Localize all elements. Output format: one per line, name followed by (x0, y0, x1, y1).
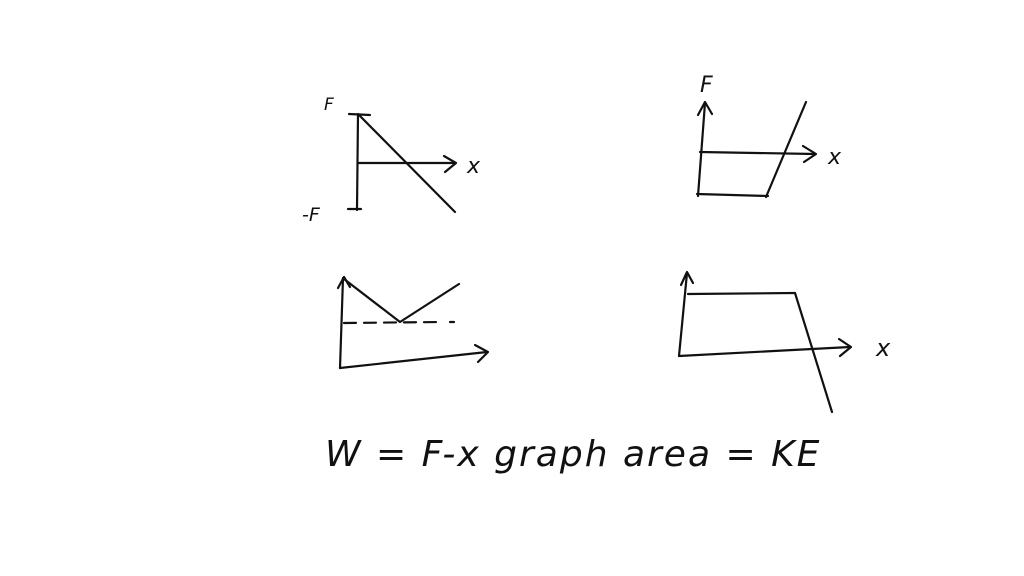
graph2-curve (764, 100, 808, 199)
graph3-dashed-line (342, 320, 442, 325)
graph3-x-axis (338, 350, 489, 370)
graph4-top-line (686, 291, 797, 296)
graph1-x-arrowhead (442, 154, 458, 174)
graph3-y-arrowhead (336, 275, 352, 290)
graph2-label-top: F (700, 73, 713, 98)
graph4-x-axis (677, 345, 852, 358)
graph3-vertical-axis (338, 276, 345, 370)
graph1-force-line (358, 114, 457, 214)
graph1-vertical-axis (355, 112, 360, 212)
graph-linear-force: F -F x (302, 95, 481, 226)
graph-v-shape (336, 275, 490, 370)
graph1-label-axis: x (466, 154, 481, 179)
work-energy-equation: W = F-x graph area = KE (325, 434, 821, 475)
graph-constant-then-curve: F x (695, 73, 842, 199)
graph1-label-top: F (324, 95, 334, 115)
graph2-x-arrowhead (801, 144, 818, 164)
graph2-y-arrowhead (696, 100, 714, 117)
graph1-label-bottom: -F (302, 204, 321, 226)
graph4-x-arrowhead (837, 337, 853, 358)
graph4-vertical-axis (677, 271, 689, 358)
graph-constant-then-drop: x (677, 270, 891, 414)
graph2-vertical-axis (696, 101, 707, 198)
graph3-v-curve (342, 277, 461, 324)
graph2-label-axis: x (827, 145, 842, 170)
graph4-drop-line (793, 291, 834, 414)
graph1-top-tick (347, 112, 372, 117)
graph3-x-arrowhead (473, 343, 490, 364)
graph2-baseline (695, 192, 770, 198)
graph2-x-axis (698, 150, 817, 156)
graph4-label-axis: x (875, 334, 891, 362)
graph4-y-arrowhead (679, 270, 695, 287)
